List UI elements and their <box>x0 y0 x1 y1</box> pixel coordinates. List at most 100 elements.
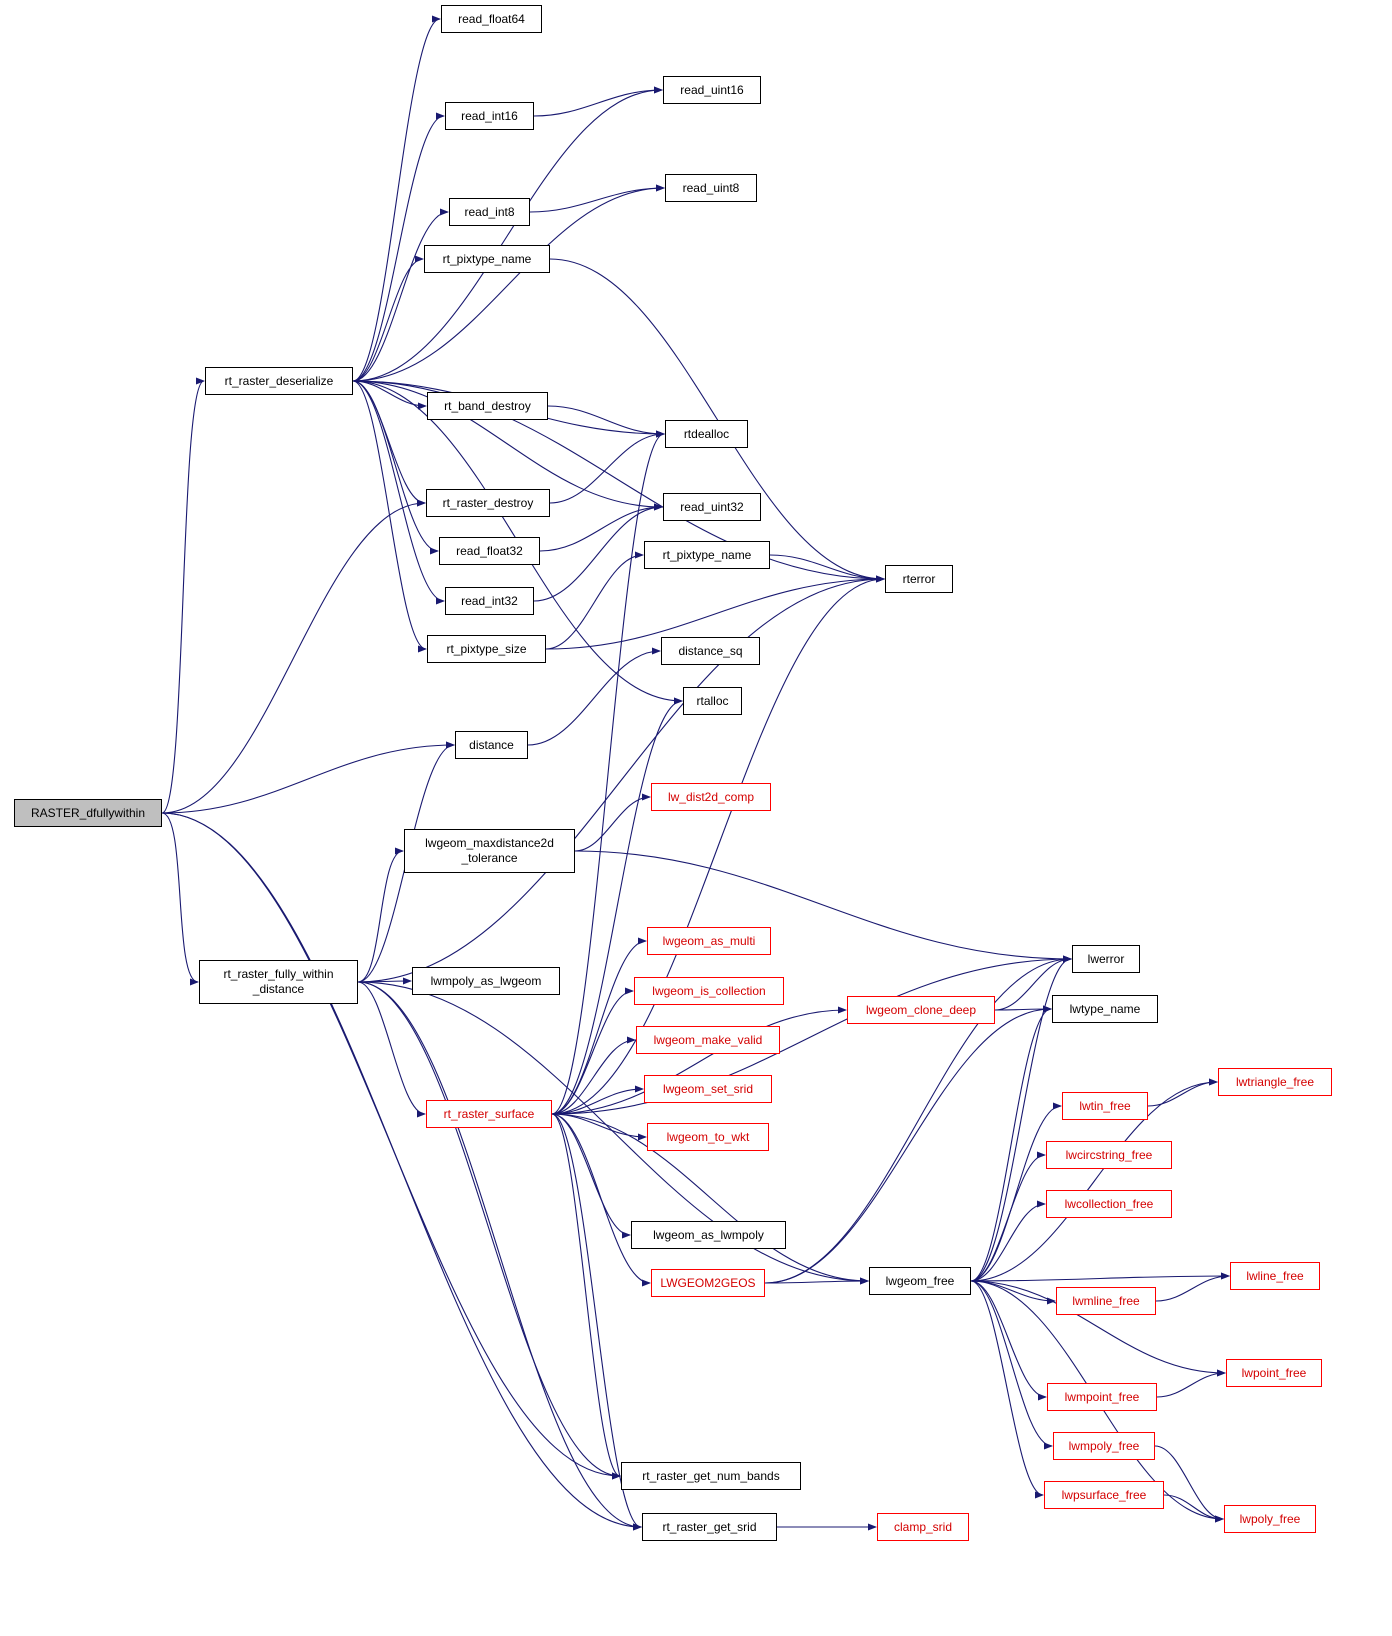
graph-node-rt-raster-destroy[interactable]: rt_raster_destroy <box>426 489 550 517</box>
graph-node-read-float64[interactable]: read_float64 <box>441 5 542 33</box>
edge-lwmpoint_free-to-lwpoint_free <box>1156 1369 1226 1398</box>
graph-node-lwgeom-is-collection[interactable]: lwgeom_is_collection <box>634 977 784 1005</box>
edge-rt_raster_deserialize-to-rterror <box>352 380 885 583</box>
graph-node-rt-raster-get-num-bands[interactable]: rt_raster_get_num_bands <box>621 1462 801 1490</box>
edge-rt_raster_surface-to-rtalloc <box>551 697 683 1115</box>
graph-node-read-uint16[interactable]: read_uint16 <box>663 76 761 104</box>
edge-LWGEOM2GEOS-to-lwgeom_free <box>764 1277 869 1285</box>
edge-rt_raster_destroy-to-rtdealloc <box>549 430 665 504</box>
graph-node-lwgeom2geos[interactable]: LWGEOM2GEOS <box>651 1269 765 1297</box>
graph-node-rtdealloc[interactable]: rtdealloc <box>665 420 748 448</box>
graph-node-lwgeom-clone-deep[interactable]: lwgeom_clone_deep <box>847 996 995 1024</box>
edge-lwgeom_free-to-lwcircstring_free <box>970 1151 1046 1282</box>
edge-rt_raster_surface-to-lwgeom_clone_deep <box>551 1006 847 1115</box>
graph-node-read-int32[interactable]: read_int32 <box>445 587 534 615</box>
graph-node-rt-band-destroy[interactable]: rt_band_destroy <box>427 392 548 420</box>
edge-lwgeom_free-to-lwmpoly_free <box>970 1280 1053 1450</box>
graph-node-distance-sq[interactable]: distance_sq <box>661 637 760 665</box>
edge-rt_raster_deserialize-to-read_int8 <box>352 208 449 382</box>
edge-rt_raster_surface-to-rt_raster_get_srid <box>551 1113 642 1531</box>
graph-node-lwcircstring-free[interactable]: lwcircstring_free <box>1046 1141 1172 1169</box>
graph-node-lwline-free[interactable]: lwline_free <box>1230 1262 1320 1290</box>
graph-node-lwcollection-free[interactable]: lwcollection_free <box>1046 1190 1172 1218</box>
graph-node-lwgeom-make-valid[interactable]: lwgeom_make_valid <box>636 1026 780 1054</box>
graph-node-lwtype-name[interactable]: lwtype_name <box>1052 995 1158 1023</box>
graph-node-lwpoly-free[interactable]: lwpoly_free <box>1224 1505 1316 1533</box>
edge-read_int8-to-read_uint8 <box>529 184 665 213</box>
edge-rt_raster_fully_within_distance-to-lwgeom_maxdistance2d_tolerance <box>357 847 404 983</box>
edge-rt_pixtype_name_b-to-rterror <box>769 554 885 583</box>
graph-node-lwgeom-free[interactable]: lwgeom_free <box>869 1267 971 1295</box>
graph-node-lwgeom-set-srid[interactable]: lwgeom_set_srid <box>644 1075 772 1103</box>
edge-rt_raster_deserialize-to-rt_pixtype_name_a <box>352 255 424 382</box>
edge-rt_raster_surface-to-lwgeom_make_valid <box>551 1036 636 1115</box>
edge-rt_raster_surface-to-LWGEOM2GEOS <box>551 1113 651 1287</box>
edge-rt_raster_deserialize-to-read_float64 <box>352 15 441 382</box>
edge-rt_raster_surface-to-lwgeom_free <box>551 1113 869 1285</box>
edge-rt_raster_fully_within_distance-to-rt_raster_get_num_bands <box>357 981 621 1480</box>
graph-node-rtalloc[interactable]: rtalloc <box>683 687 742 715</box>
graph-node-lwgeom-as-lwmpoly[interactable]: lwgeom_as_lwmpoly <box>631 1221 786 1249</box>
edge-rt_pixtype_size-to-rt_pixtype_name_b <box>545 551 644 650</box>
graph-node-rt-pixtype-name-b[interactable]: rt_pixtype_name <box>644 541 770 569</box>
graph-node-read-int8[interactable]: read_int8 <box>449 198 530 226</box>
graph-node-distance[interactable]: distance <box>455 731 528 759</box>
graph-node-lwgeom-to-wkt[interactable]: lwgeom_to_wkt <box>647 1123 769 1151</box>
edge-rt_raster_deserialize-to-read_int16 <box>352 112 445 382</box>
edge-rt_raster_fully_within_distance-to-rt_raster_surface <box>357 981 426 1118</box>
graph-node-rt-raster-get-srid[interactable]: rt_raster_get_srid <box>642 1513 777 1541</box>
graph-node-lwmpoly-as-lwgeom[interactable]: lwmpoly_as_lwgeom <box>412 967 560 995</box>
edge-lwgeom_free-to-lwerror <box>970 955 1072 1282</box>
edge-lwgeom_free-to-lwcollection_free <box>970 1200 1046 1282</box>
edge-rt_band_destroy-to-rtdealloc <box>547 405 665 438</box>
graph-node-clamp-srid[interactable]: clamp_srid <box>877 1513 969 1541</box>
edge-lwgeom_free-to-lwpsurface_free <box>970 1280 1044 1499</box>
graph-node-lwpoint-free[interactable]: lwpoint_free <box>1226 1359 1322 1387</box>
graph-node-lwgeom-as-multi[interactable]: lwgeom_as_multi <box>647 927 771 955</box>
graph-node-rt-pixtype-name-a[interactable]: rt_pixtype_name <box>424 245 550 273</box>
graph-node-read-int16[interactable]: read_int16 <box>445 102 534 130</box>
graph-node-lwmline-free[interactable]: lwmline_free <box>1056 1287 1156 1315</box>
graph-node-raster-dfullywithin[interactable]: RASTER_dfullywithin <box>14 799 162 827</box>
graph-node-read-uint32[interactable]: read_uint32 <box>663 493 761 521</box>
graph-node-read-float32[interactable]: read_float32 <box>439 537 540 565</box>
edge-rt_raster_fully_within_distance-to-rterror <box>357 575 885 983</box>
graph-node-read-uint8[interactable]: read_uint8 <box>665 174 757 202</box>
graph-node-rterror[interactable]: rterror <box>885 565 953 593</box>
edge-lwmpoly_free-to-lwpoly_free <box>1154 1445 1224 1523</box>
graph-node-lwerror[interactable]: lwerror <box>1072 945 1140 973</box>
graph-node-lwmpoly-free[interactable]: lwmpoly_free <box>1053 1432 1155 1460</box>
graph-node-lwgeom-maxdistance2d-tolerance[interactable]: lwgeom_maxdistance2d _tolerance <box>404 829 575 873</box>
edge-distance-to-distance_sq <box>527 647 661 746</box>
edge-raster_dfullywithin-to-distance <box>161 741 455 814</box>
edge-rt_pixtype_size-to-rterror <box>545 575 885 650</box>
edge-rt_raster_surface-to-lwgeom_is_collection <box>551 987 634 1115</box>
edge-lwgeom_free-to-lwtriangle_free <box>970 1078 1218 1282</box>
graph-node-rt-pixtype-size[interactable]: rt_pixtype_size <box>427 635 546 663</box>
edge-lwgeom_clone_deep-to-lwerror <box>994 955 1072 1011</box>
graph-node-rt-raster-fully-within-distance[interactable]: rt_raster_fully_within _distance <box>199 960 358 1004</box>
edge-raster_dfullywithin-to-rt_raster_deserialize <box>161 377 205 814</box>
graph-node-lwtriangle-free[interactable]: lwtriangle_free <box>1218 1068 1332 1096</box>
edge-lwgeom_free-to-lwmline_free <box>970 1280 1056 1305</box>
graph-node-lwtin-free[interactable]: lwtin_free <box>1062 1092 1148 1120</box>
edge-rt_raster_deserialize-to-rt_pixtype_size <box>352 380 427 653</box>
edge-raster_dfullywithin-to-rt_raster_get_srid <box>161 812 642 1531</box>
edge-rt_raster_fully_within_distance-to-lwgeom_free <box>357 981 869 1285</box>
graph-node-rt-raster-deserialize[interactable]: rt_raster_deserialize <box>205 367 353 395</box>
edge-rt_pixtype_name_a-to-rterror <box>549 258 885 583</box>
edge-lwgeom_free-to-lwpoint_free <box>970 1280 1226 1377</box>
graph-node-lwpsurface-free[interactable]: lwpsurface_free <box>1044 1481 1164 1509</box>
graph-node-lw-dist2d-comp[interactable]: lw_dist2d_comp <box>651 783 771 811</box>
edge-lwpsurface_free-to-lwpoly_free <box>1163 1494 1224 1523</box>
edge-LWGEOM2GEOS-to-lwerror <box>764 955 1072 1284</box>
edge-rt_raster_surface-to-rterror <box>551 575 885 1115</box>
edge-rt_raster_surface-to-rtdealloc <box>551 430 665 1115</box>
edge-lwgeom_free-to-lwline_free <box>970 1272 1230 1282</box>
graph-node-rt-raster-surface[interactable]: rt_raster_surface <box>426 1100 552 1128</box>
edge-rt_raster_deserialize-to-rt_raster_destroy <box>352 380 426 507</box>
edge-rt_raster_surface-to-lwgeom_as_multi <box>551 937 647 1115</box>
graph-node-lwmpoint-free[interactable]: lwmpoint_free <box>1047 1383 1157 1411</box>
